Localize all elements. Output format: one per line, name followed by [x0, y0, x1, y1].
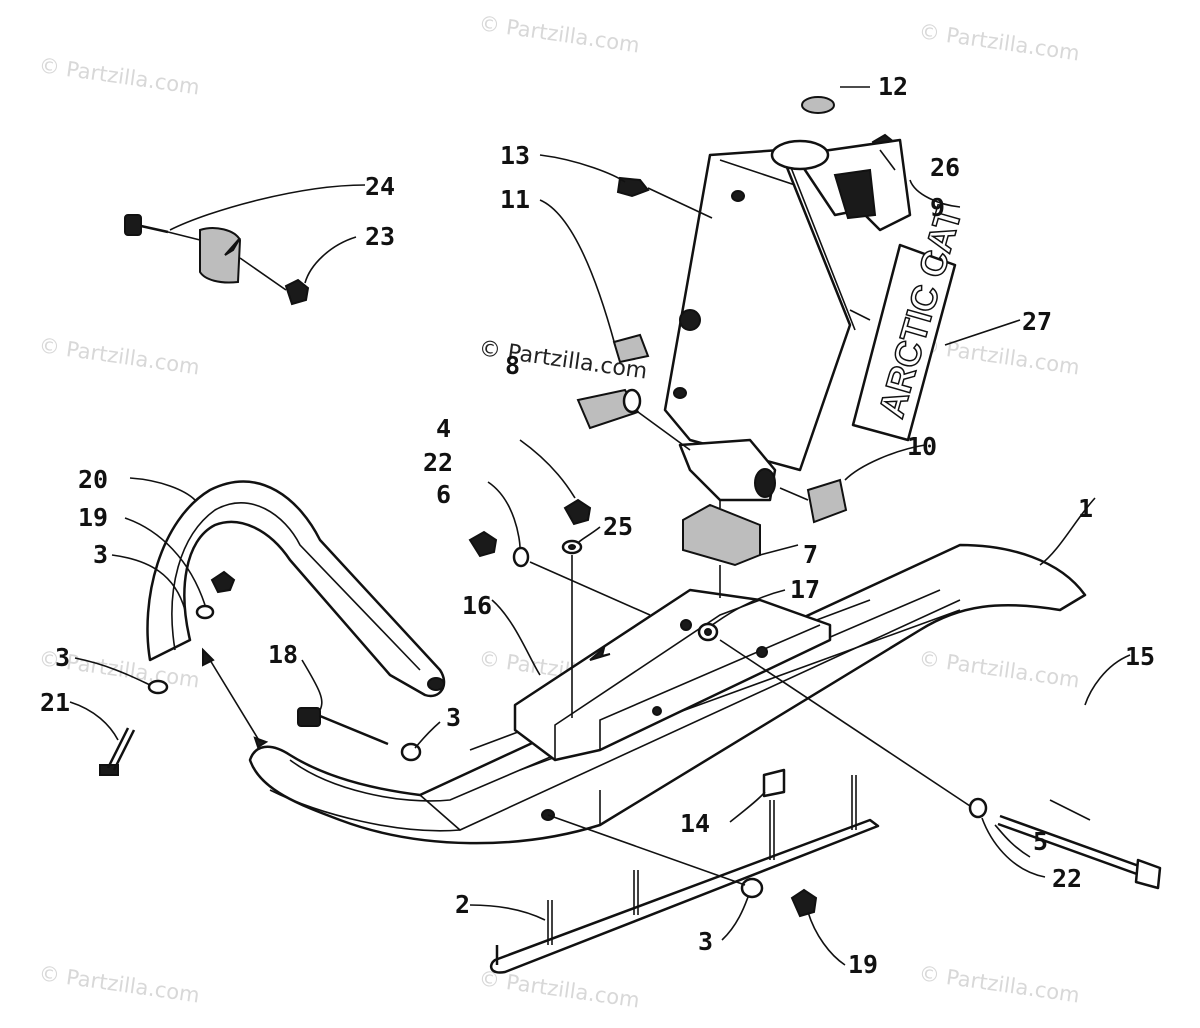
- leader-lines: [69, 86, 1131, 966]
- watermark: © Partzilla.com: [37, 961, 201, 1007]
- callout-3: 3: [698, 927, 713, 956]
- callout-7: 7: [803, 540, 818, 569]
- part-spindle: [576, 96, 912, 598]
- part-saddle: [513, 588, 832, 762]
- callout-21: 21: [40, 688, 70, 717]
- callout-9: 9: [930, 193, 945, 222]
- callout-2: 2: [455, 890, 470, 919]
- watermark: © Partzilla.com: [37, 333, 201, 379]
- callout-26: 26: [930, 153, 960, 182]
- callout-17: 17: [790, 575, 820, 604]
- callout-3: 3: [55, 643, 70, 672]
- watermark: © Partzilla.com: [917, 19, 1081, 65]
- callout-5: 5: [1033, 827, 1048, 856]
- callout-3: 3: [446, 703, 461, 732]
- watermark: © Partzilla.com: [917, 333, 1081, 379]
- callout-15: 15: [1125, 642, 1155, 671]
- callout-1: 1: [1078, 494, 1093, 523]
- part-decal: ARCTIC CAT: [851, 201, 970, 442]
- callout-27: 27: [1022, 307, 1052, 336]
- callout-11: 11: [500, 185, 530, 214]
- callout-23: 23: [365, 222, 395, 251]
- callout-3: 3: [93, 540, 108, 569]
- callout-8: 8: [505, 351, 520, 380]
- callout-4: 4: [436, 414, 451, 443]
- callout-25: 25: [603, 512, 633, 541]
- part-wear-bar: [489, 775, 880, 974]
- callout-22: 22: [423, 448, 453, 477]
- callout-12: 12: [878, 72, 908, 101]
- callout-18: 18: [268, 640, 298, 669]
- part-ski-loop: [146, 480, 446, 698]
- callout-14: 14: [680, 809, 710, 838]
- callout-20: 20: [78, 465, 108, 494]
- callout-24: 24: [365, 172, 395, 201]
- callout-19: 19: [848, 950, 878, 979]
- watermark: © Partzilla.com: [477, 11, 641, 57]
- watermark: © Partzilla.com: [917, 961, 1081, 1007]
- callout-6: 6: [436, 480, 451, 509]
- callout-19: 19: [78, 503, 108, 532]
- callout-labels: 1 2 3 3 3 3 4 5 6 7 8 9 10 11 12 13 14 1…: [40, 72, 1155, 979]
- watermark: © Partzilla.com: [37, 53, 201, 99]
- callout-13: 13: [500, 141, 530, 170]
- callout-16: 16: [462, 591, 492, 620]
- part-fasteners: [99, 214, 1162, 918]
- callout-22: 22: [1052, 864, 1082, 893]
- watermark: © Partzilla.com: [917, 646, 1081, 692]
- callout-10: 10: [907, 432, 937, 461]
